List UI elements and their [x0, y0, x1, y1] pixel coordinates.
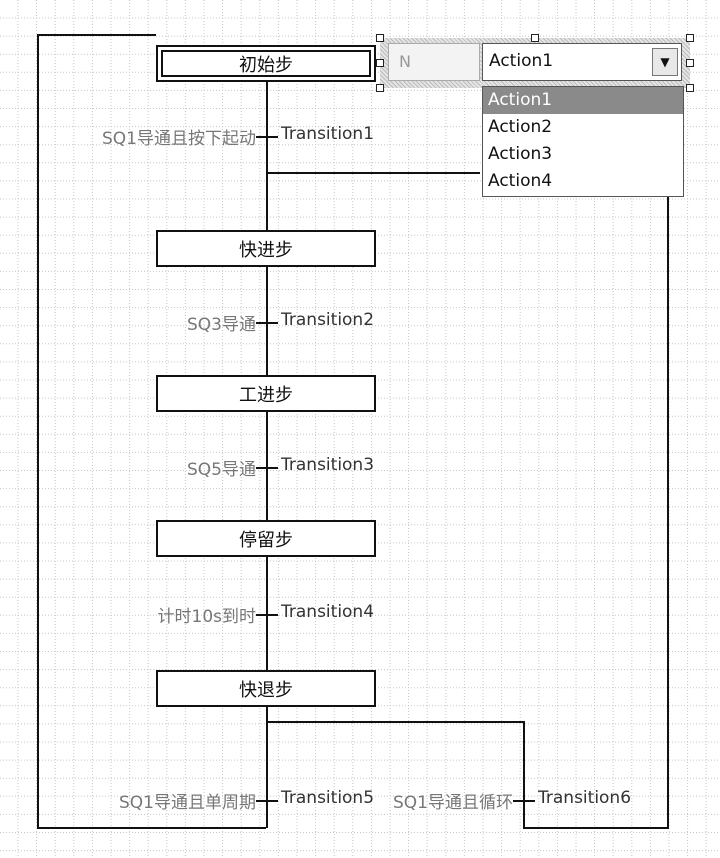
dropdown-button[interactable]: ▼ [652, 48, 678, 76]
transition-condition: SQ3导通 [187, 315, 256, 335]
step-work-feed[interactable]: 工进步 [156, 375, 376, 412]
loop-line-transition6 [267, 197, 669, 829]
transition-bar[interactable] [256, 467, 278, 469]
action-select-value: Action1 [489, 51, 554, 71]
transition-name[interactable]: Transition1 [281, 124, 375, 144]
resize-handle[interactable] [376, 84, 384, 92]
loop-line-transition5 [37, 34, 266, 829]
transition-name[interactable]: Transition2 [281, 310, 375, 330]
step-fast-forward[interactable]: 快进步 [156, 230, 376, 267]
transition-condition: SQ1导通且按下起动 [102, 129, 256, 149]
step-label: 停留步 [239, 529, 293, 551]
step-label: 快退步 [239, 679, 293, 701]
step-label: 初始步 [239, 54, 293, 76]
transition-condition: 计时10s到时 [157, 607, 257, 627]
triangle-down-icon: ▼ [660, 55, 670, 69]
step-label: 快进步 [239, 239, 293, 261]
dropdown-option[interactable]: Action3 [488, 144, 553, 164]
action-qualifier-field[interactable]: N [388, 43, 480, 81]
transition-condition: SQ1导通且单周期 [119, 793, 256, 813]
transition-bar[interactable] [513, 800, 535, 802]
step-initial[interactable]: 初始步 [156, 45, 376, 82]
transition-name[interactable]: Transition3 [281, 455, 375, 475]
resize-handle[interactable] [686, 59, 694, 67]
dropdown-option[interactable]: Action2 [488, 117, 553, 137]
transition-condition: SQ5导通 [187, 460, 256, 480]
action-dropdown-list[interactable]: Action1 Action2 Action3 Action4 [482, 86, 684, 197]
resize-handle[interactable] [376, 59, 384, 67]
resize-handle[interactable] [376, 34, 384, 42]
transition-bar[interactable] [256, 322, 278, 324]
resize-handle[interactable] [686, 84, 694, 92]
action-select[interactable]: Action1 ▼ [482, 43, 682, 81]
transition-name[interactable]: Transition5 [281, 788, 375, 808]
transition-bar[interactable] [256, 800, 278, 802]
transition-bar[interactable] [256, 136, 278, 138]
resize-handle[interactable] [686, 34, 694, 42]
dropdown-option[interactable]: Action1 [483, 87, 683, 114]
step-fast-return[interactable]: 快退步 [156, 670, 376, 707]
transition-condition: SQ1导通且循环 [393, 793, 513, 813]
step-label: 工进步 [239, 384, 293, 406]
step-dwell[interactable]: 停留步 [156, 520, 376, 557]
resize-handle[interactable] [531, 34, 539, 42]
dropdown-option[interactable]: Action4 [488, 171, 553, 191]
transition-name[interactable]: Transition4 [281, 602, 375, 622]
transition-bar[interactable] [256, 614, 278, 616]
transition-name[interactable]: Transition6 [538, 788, 632, 808]
